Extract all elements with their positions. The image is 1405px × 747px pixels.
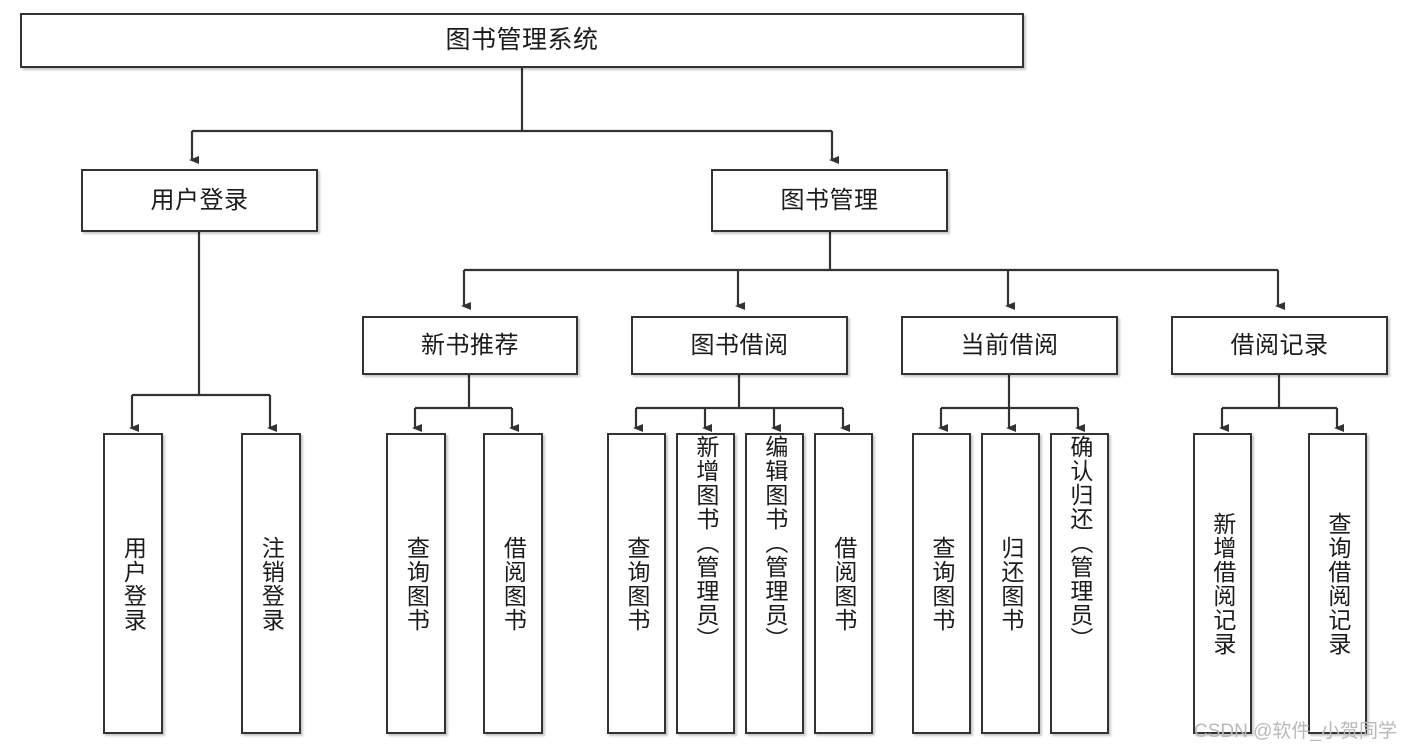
leaf-query-book-2[interactable]: 查询图书 [607,433,666,734]
leaf-edit-book-label: 编辑图书（管理员） [761,435,788,651]
leaf-query-record[interactable]: 查询借阅记录 [1308,433,1367,734]
node-root[interactable]: 图书管理系统 [20,13,1024,68]
leaf-query-book-3[interactable]: 查询图书 [912,433,971,734]
leaf-return-book-label: 归还图书 [997,535,1024,632]
leaf-borrow-book-1-label: 借阅图书 [500,535,527,632]
node-borrow-record[interactable]: 借阅记录 [1171,316,1388,375]
node-borrow-record-label: 借阅记录 [1230,331,1329,359]
leaf-borrow-book-2-label: 借阅图书 [830,535,857,632]
leaf-add-record[interactable]: 新增借阅记录 [1193,433,1252,734]
leaf-logout[interactable]: 注销登录 [241,433,301,734]
leaf-return-book[interactable]: 归还图书 [981,433,1040,734]
leaf-add-book-label: 新增图书（管理员） [692,435,719,651]
node-book-manage-label: 图书管理 [780,186,879,214]
leaf-borrow-book-1[interactable]: 借阅图书 [483,433,543,734]
leaf-logout-label: 注销登录 [258,535,285,632]
leaf-query-book-1-label: 查询图书 [403,535,430,632]
node-new-book-rec-label: 新书推荐 [421,331,519,359]
csdn-watermark: CSDN @软件_小贺同学 [1194,721,1397,742]
node-new-book-rec[interactable]: 新书推荐 [362,316,578,375]
node-current-borrow-label: 当前借阅 [960,331,1059,359]
node-root-label: 图书管理系统 [445,26,599,55]
node-book-manage[interactable]: 图书管理 [711,169,948,232]
leaf-add-book[interactable]: 新增图书（管理员） [676,433,735,734]
node-user-login-label: 用户登录 [150,186,249,214]
leaf-query-book-2-label: 查询图书 [623,535,650,632]
node-user-login[interactable]: 用户登录 [81,169,318,232]
leaf-confirm-return-label: 确认归还（管理员） [1066,435,1093,651]
leaf-confirm-return[interactable]: 确认归还（管理员） [1050,433,1109,734]
leaf-query-record-label: 查询借阅记录 [1324,511,1351,656]
leaf-login-label: 用户登录 [120,535,147,632]
leaf-login[interactable]: 用户登录 [103,433,163,734]
node-book-borrow[interactable]: 图书借阅 [631,316,848,375]
leaf-query-book-1[interactable]: 查询图书 [386,433,446,734]
leaf-edit-book[interactable]: 编辑图书（管理员） [745,433,804,734]
leaf-query-book-3-label: 查询图书 [928,535,955,632]
leaf-borrow-book-2[interactable]: 借阅图书 [814,433,873,734]
node-current-borrow[interactable]: 当前借阅 [901,316,1118,375]
node-book-borrow-label: 图书借阅 [690,331,789,359]
leaf-add-record-label: 新增借阅记录 [1209,511,1236,656]
